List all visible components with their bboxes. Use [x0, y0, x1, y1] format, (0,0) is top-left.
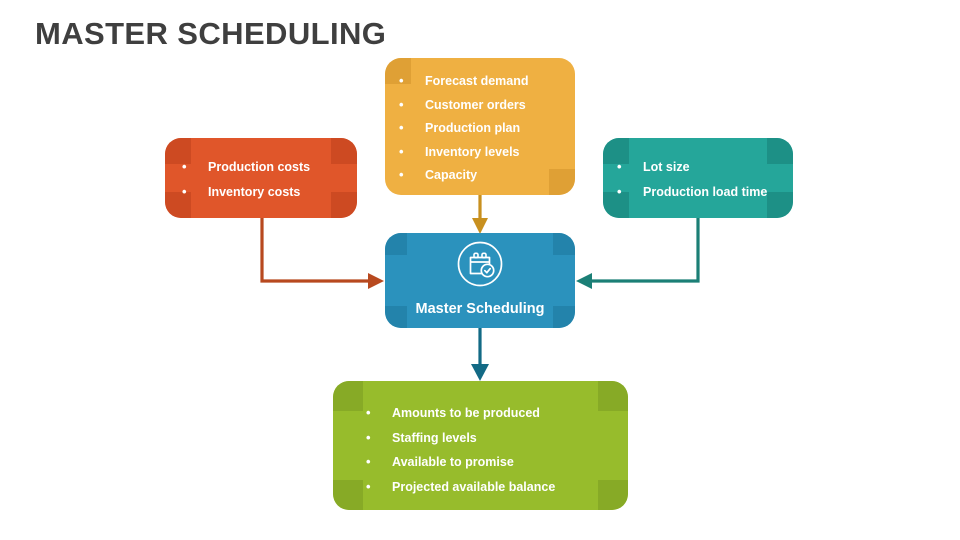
corner-shade-top-right	[553, 233, 575, 255]
list-item: • Capacity	[399, 164, 575, 188]
list-item: • Lot size	[617, 155, 793, 180]
inputs-lot-box[interactable]: • Lot size • Production load time	[603, 138, 793, 218]
bullet-icon: •	[617, 184, 622, 199]
list-item-label: Forecast demand	[425, 74, 529, 88]
list-item: • Staffing levels	[366, 426, 628, 451]
list-item: • Forecast demand	[399, 70, 575, 94]
list-item: • Production load time	[617, 180, 793, 205]
list-item-label: Lot size	[643, 160, 690, 174]
bullet-icon: •	[399, 120, 404, 135]
bullet-icon: •	[617, 159, 622, 174]
list-item-label: Production load time	[643, 185, 768, 199]
list-item-label: Production costs	[208, 160, 311, 174]
corner-shade-top-left	[385, 233, 407, 255]
list-item: • Customer orders	[399, 94, 575, 118]
list-item: • Inventory levels	[399, 141, 575, 165]
inputs-demand-list: • Forecast demand • Customer orders • Pr…	[385, 58, 575, 188]
bullet-icon: •	[399, 73, 404, 88]
list-item-label: Inventory costs	[208, 185, 301, 199]
inputs-lot-list: • Lot size • Production load time	[603, 138, 793, 205]
master-scheduling-box[interactable]: Master Scheduling	[385, 233, 575, 328]
list-item-label: Customer orders	[425, 97, 526, 112]
outputs-list: • Amounts to be produced • Staffing leve…	[333, 381, 628, 499]
arrow-red-to-center	[260, 218, 384, 289]
list-item: • Inventory costs	[182, 180, 357, 205]
list-item-label: Staffing levels	[392, 430, 477, 445]
list-item-label: Amounts to be produced	[392, 406, 540, 420]
list-item-label: Capacity	[425, 168, 478, 182]
list-item-label: Available to promise	[392, 455, 514, 469]
bullet-icon: •	[182, 159, 187, 174]
master-scheduling-label: Master Scheduling	[415, 301, 545, 317]
bullet-icon: •	[366, 429, 371, 445]
inputs-costs-box[interactable]: • Production costs • Inventory costs	[165, 138, 357, 218]
outputs-box[interactable]: • Amounts to be produced • Staffing leve…	[333, 381, 628, 510]
bullet-icon: •	[366, 454, 371, 469]
corner-shade-bottom-right	[553, 306, 575, 328]
bullet-icon: •	[366, 405, 371, 420]
arrow-orange-to-center	[472, 195, 488, 234]
arrow-center-to-green	[471, 328, 489, 381]
inputs-costs-list: • Production costs • Inventory costs	[165, 138, 357, 205]
list-item: • Production plan	[399, 117, 575, 141]
page-title: MASTER SCHEDULING	[35, 16, 387, 51]
list-item-label: Projected available balance	[392, 479, 556, 494]
calendar-check-icon	[456, 240, 504, 293]
bullet-icon: •	[366, 478, 371, 494]
list-item: • Production costs	[182, 155, 357, 180]
list-item: • Projected available balance	[366, 475, 628, 500]
list-item: • Amounts to be produced	[366, 401, 628, 426]
list-item: • Available to promise	[366, 450, 628, 475]
arrow-teal-to-center	[576, 218, 700, 289]
inputs-demand-box[interactable]: • Forecast demand • Customer orders • Pr…	[385, 58, 575, 195]
list-item-label: Production plan	[425, 121, 521, 135]
bullet-icon: •	[399, 96, 404, 112]
bullet-icon: •	[182, 184, 187, 199]
list-item-label: Inventory levels	[425, 144, 520, 159]
bullet-icon: •	[399, 143, 404, 159]
corner-shade-bottom-left	[385, 306, 407, 328]
bullet-icon: •	[399, 167, 404, 182]
